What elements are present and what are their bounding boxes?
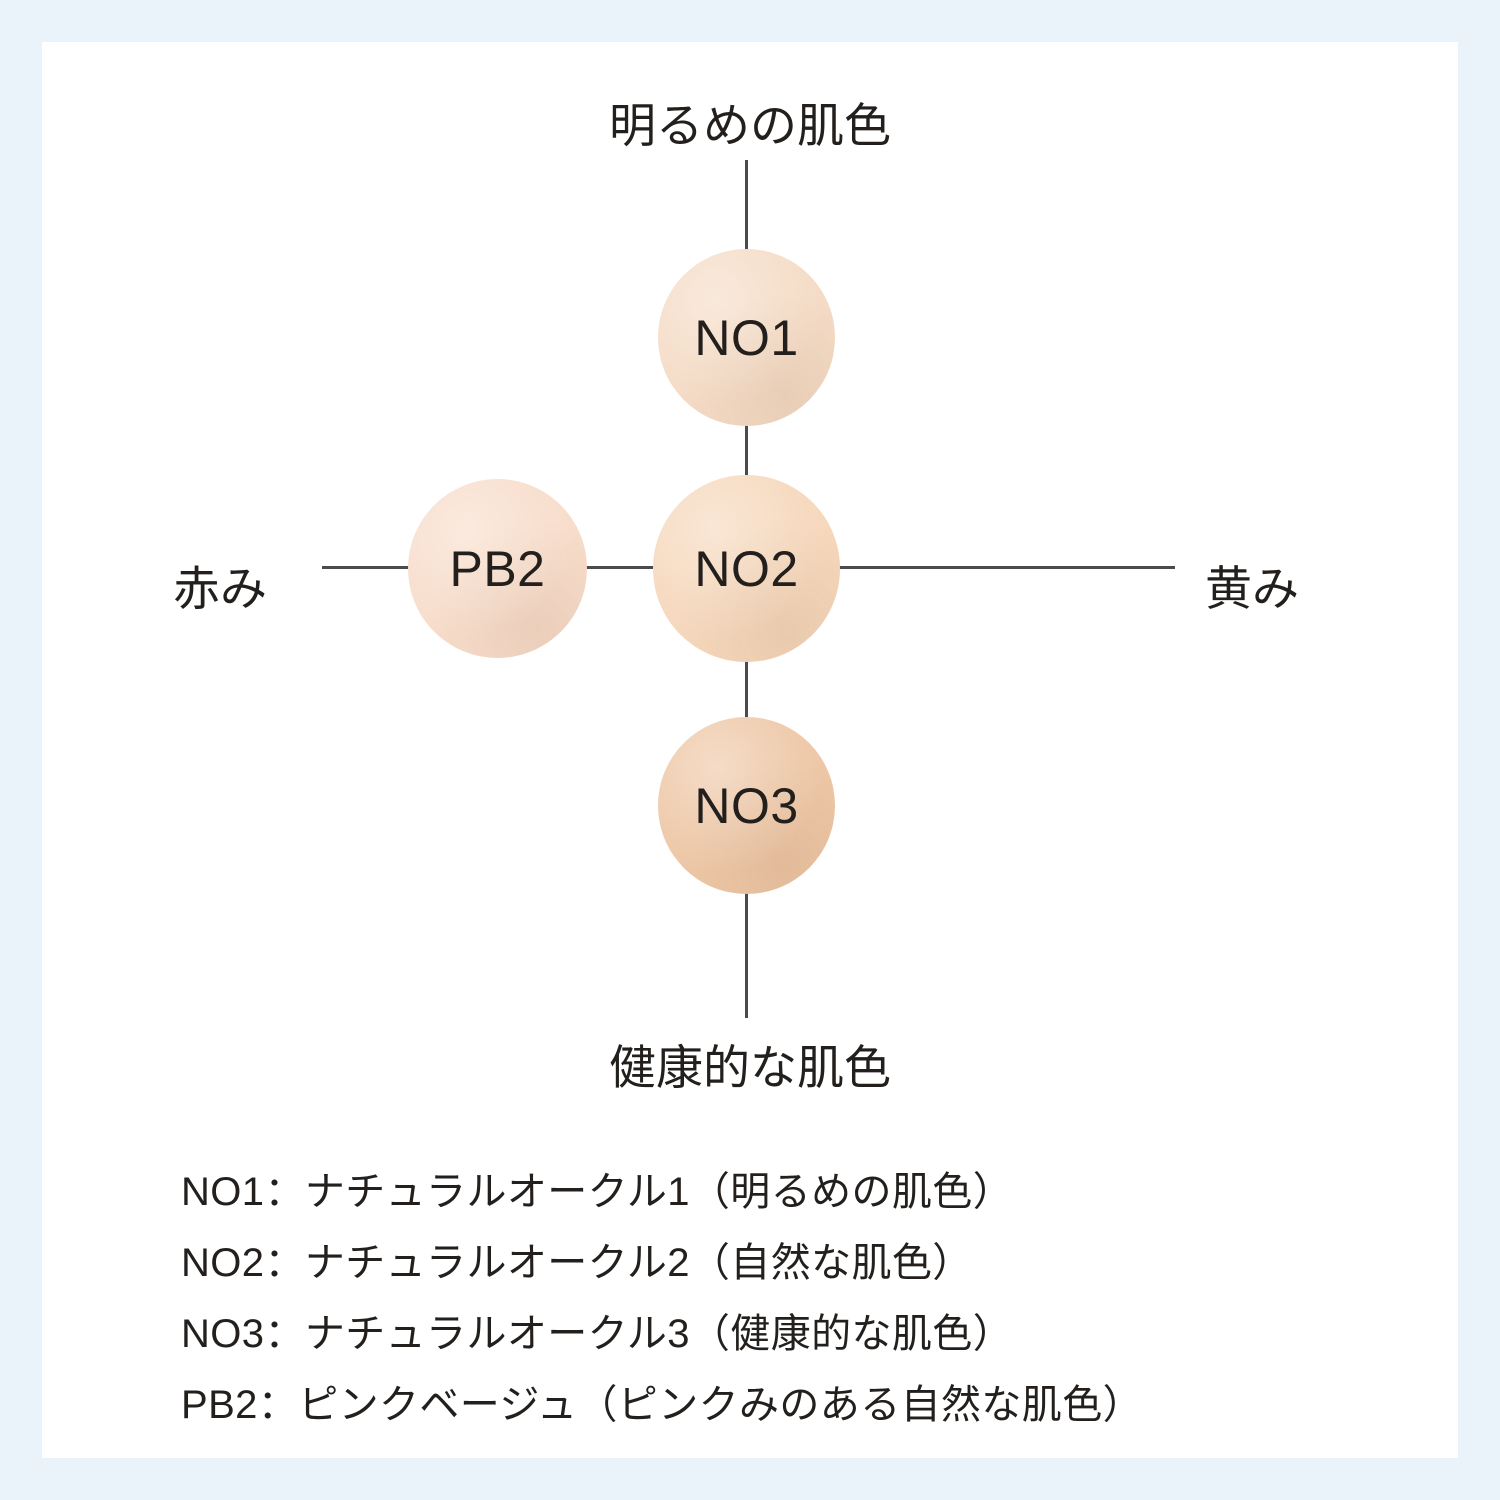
axis-label-left: 赤み: [173, 562, 267, 615]
swatch-no2[interactable]: NO2: [653, 475, 840, 662]
swatch-no2-label: NO2: [694, 540, 799, 597]
skin-tone-chart: 明るめの肌色 健康的な肌色 赤み 黄み NO1 NO2 NO3 PB2: [42, 42, 1458, 1142]
swatch-pb2-label: PB2: [449, 540, 546, 597]
swatch-no3[interactable]: NO3: [658, 717, 835, 894]
swatch-pb2[interactable]: PB2: [408, 479, 587, 658]
legend-line-pb2: PB2：ピンクベージュ（ピンクみのある自然な肌色）: [181, 1383, 1144, 1427]
shade-legend: NO1：ナチュラルオークル1（明るめの肌色） NO2：ナチュラルオークル2（自然…: [181, 1172, 1381, 1425]
axis-label-right: 黄み: [1205, 562, 1299, 615]
diagram-canvas: 明るめの肌色 健康的な肌色 赤み 黄み NO1 NO2 NO3 PB2 NO1：…: [42, 42, 1458, 1458]
swatch-no3-label: NO3: [694, 777, 799, 834]
legend-line-no1: NO1：ナチュラルオークル1（明るめの肌色）: [181, 1170, 1014, 1214]
legend-line-no3: NO3：ナチュラルオークル3（健康的な肌色）: [181, 1312, 1014, 1356]
swatch-no1-label: NO1: [694, 309, 799, 366]
swatch-no1[interactable]: NO1: [658, 249, 835, 426]
axis-label-top: 明るめの肌色: [609, 99, 891, 152]
legend-line-no2: NO2：ナチュラルオークル2（自然な肌色）: [181, 1241, 973, 1285]
axis-label-bottom: 健康的な肌色: [609, 1041, 891, 1094]
